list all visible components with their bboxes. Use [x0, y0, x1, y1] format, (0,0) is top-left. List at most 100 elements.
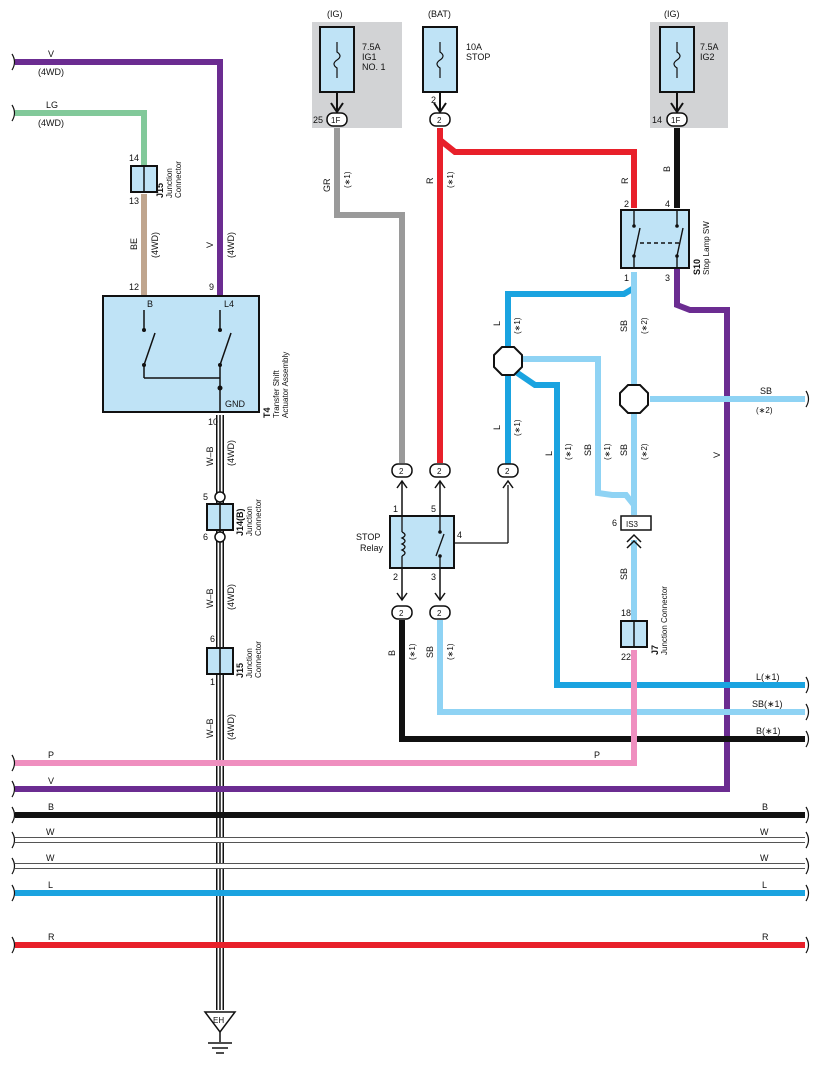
label-b-right: B	[762, 802, 768, 812]
label-4wd-v-mid: (4WD)	[226, 232, 236, 258]
ground-eh	[203, 1011, 237, 1054]
label-b-relay: B	[387, 650, 397, 656]
relay-name-2: Relay	[360, 543, 384, 553]
label-l-left: L	[48, 880, 53, 890]
t4-pin12: 12	[129, 282, 139, 292]
j15-top-connector	[130, 165, 158, 193]
label-v-mid: V	[205, 242, 215, 248]
j14-line1: Junction	[245, 506, 254, 536]
label-sb-sw: SB	[619, 320, 629, 332]
label-w1-right: W	[760, 827, 769, 837]
label-l-top: L	[492, 321, 502, 326]
j15-bottom-code: J15	[235, 663, 245, 678]
label-4wd-wb-2: (4WD)	[226, 584, 236, 610]
label-sb-star1-right: SB(∗1)	[752, 699, 783, 709]
j15-top-pin13: 13	[129, 196, 139, 206]
label-v-top: V	[48, 49, 54, 59]
fuse-ig2-conn: 1F	[671, 116, 680, 125]
label-r-stop: R	[425, 177, 435, 184]
label-r-switch: R	[620, 177, 630, 184]
j15-top-pin14: 14	[129, 153, 139, 163]
splice-point-sb	[619, 384, 649, 414]
fuse-ig1-name2: NO. 1	[362, 62, 386, 72]
j14-pin6: 6	[203, 532, 208, 542]
label-v-bottom: V	[48, 776, 54, 786]
j7-pin18: 18	[621, 608, 631, 618]
relay-conn-1: 2	[399, 467, 404, 476]
stop-lamp-switch	[620, 209, 690, 269]
relay-conn-4: 2	[505, 467, 510, 476]
j15-bottom-pin6: 6	[210, 634, 215, 644]
sw-pin1: 1	[624, 273, 629, 283]
label-star1-l-top: (∗1)	[513, 317, 522, 334]
sw-pin3: 3	[665, 273, 670, 283]
relay-pin4: 4	[457, 530, 462, 540]
label-sb-right: SB	[760, 386, 772, 396]
fuse-ig1-source: (IG)	[327, 9, 343, 19]
j15-top-code: J15	[155, 183, 165, 198]
wire-end-marks-right	[805, 390, 810, 954]
label-gr: GR	[322, 178, 332, 192]
fuse-stop	[422, 26, 458, 114]
fuse-ig2-pin: 14	[652, 115, 662, 125]
j7-connector	[620, 620, 648, 648]
t4-gnd: GND	[225, 399, 246, 409]
t4-pin-b: B	[147, 299, 153, 309]
t4-pin-l4: L4	[224, 299, 234, 309]
t4-line1: Transfer Shift	[272, 370, 281, 418]
label-star2-branch: (∗2)	[640, 443, 649, 460]
label-r-left: R	[48, 932, 55, 942]
wire-p	[15, 650, 637, 766]
label-l-star1-right: L(∗1)	[756, 672, 780, 682]
ground-label: EH	[213, 1016, 224, 1025]
relay-arrows	[396, 479, 514, 602]
label-star1-l-relay: (∗1)	[513, 419, 522, 436]
j15-bottom-connector	[206, 647, 234, 675]
j14-connector	[206, 491, 234, 543]
fuse-stop-conn: 2	[437, 116, 442, 125]
wire-lg	[15, 110, 147, 165]
label-sb-is3: SB	[619, 568, 629, 580]
label-p-right: P	[594, 750, 600, 760]
is3-connector	[620, 515, 652, 549]
t4-gnd-pin: 10	[208, 417, 218, 427]
wire-sb-loop	[516, 356, 637, 507]
ground-icon	[208, 1042, 232, 1054]
sw-code: S10	[692, 259, 702, 275]
sw-pin2: 2	[624, 199, 629, 209]
label-star2-sw: (∗2)	[640, 317, 649, 334]
label-b-left: B	[48, 802, 54, 812]
j14-code: J14(B)	[235, 508, 245, 536]
sw-pin4: 4	[665, 199, 670, 209]
wire-b-relay2	[399, 620, 805, 742]
label-star1-gr: (∗1)	[343, 171, 352, 188]
label-wb-3: W–B	[205, 718, 215, 738]
relay-conn-2: 2	[399, 609, 404, 618]
fuse-ig1-conn: 1F	[331, 116, 340, 125]
fuse-ig1	[319, 26, 355, 114]
label-4wd-be: (4WD)	[150, 232, 160, 258]
sw-line1: Stop Lamp SW	[702, 221, 711, 275]
connector-1f-ig1	[326, 112, 348, 127]
label-b-ig2: B	[662, 166, 672, 172]
is3-label: IS3	[626, 520, 639, 529]
fuse-stop-name: STOP	[466, 52, 490, 62]
label-v-right: V	[712, 452, 722, 458]
t4-code: T4	[262, 407, 272, 418]
relay-pin1: 1	[393, 504, 398, 514]
label-4wd-wb-3: (4WD)	[226, 714, 236, 740]
label-sb-branch: SB	[619, 444, 629, 456]
label-l-out: L	[544, 451, 554, 456]
j15-bottom-line2: Connector	[254, 641, 263, 678]
label-sb-relay: SB	[425, 646, 435, 658]
fuse-ig2-source: (IG)	[664, 9, 680, 19]
label-star1-l-out: (∗1)	[564, 443, 573, 460]
fuse-ig2-name: IG2	[700, 52, 715, 62]
label-star1-sb-loop: (∗1)	[603, 443, 612, 460]
connector-2-stop	[429, 112, 451, 127]
fuse-icon	[333, 42, 341, 78]
label-w2-right: W	[760, 853, 769, 863]
label-b-star1-right: B(∗1)	[756, 726, 781, 736]
t4-pin9: 9	[209, 282, 214, 292]
j14-line2: Connector	[254, 499, 263, 536]
